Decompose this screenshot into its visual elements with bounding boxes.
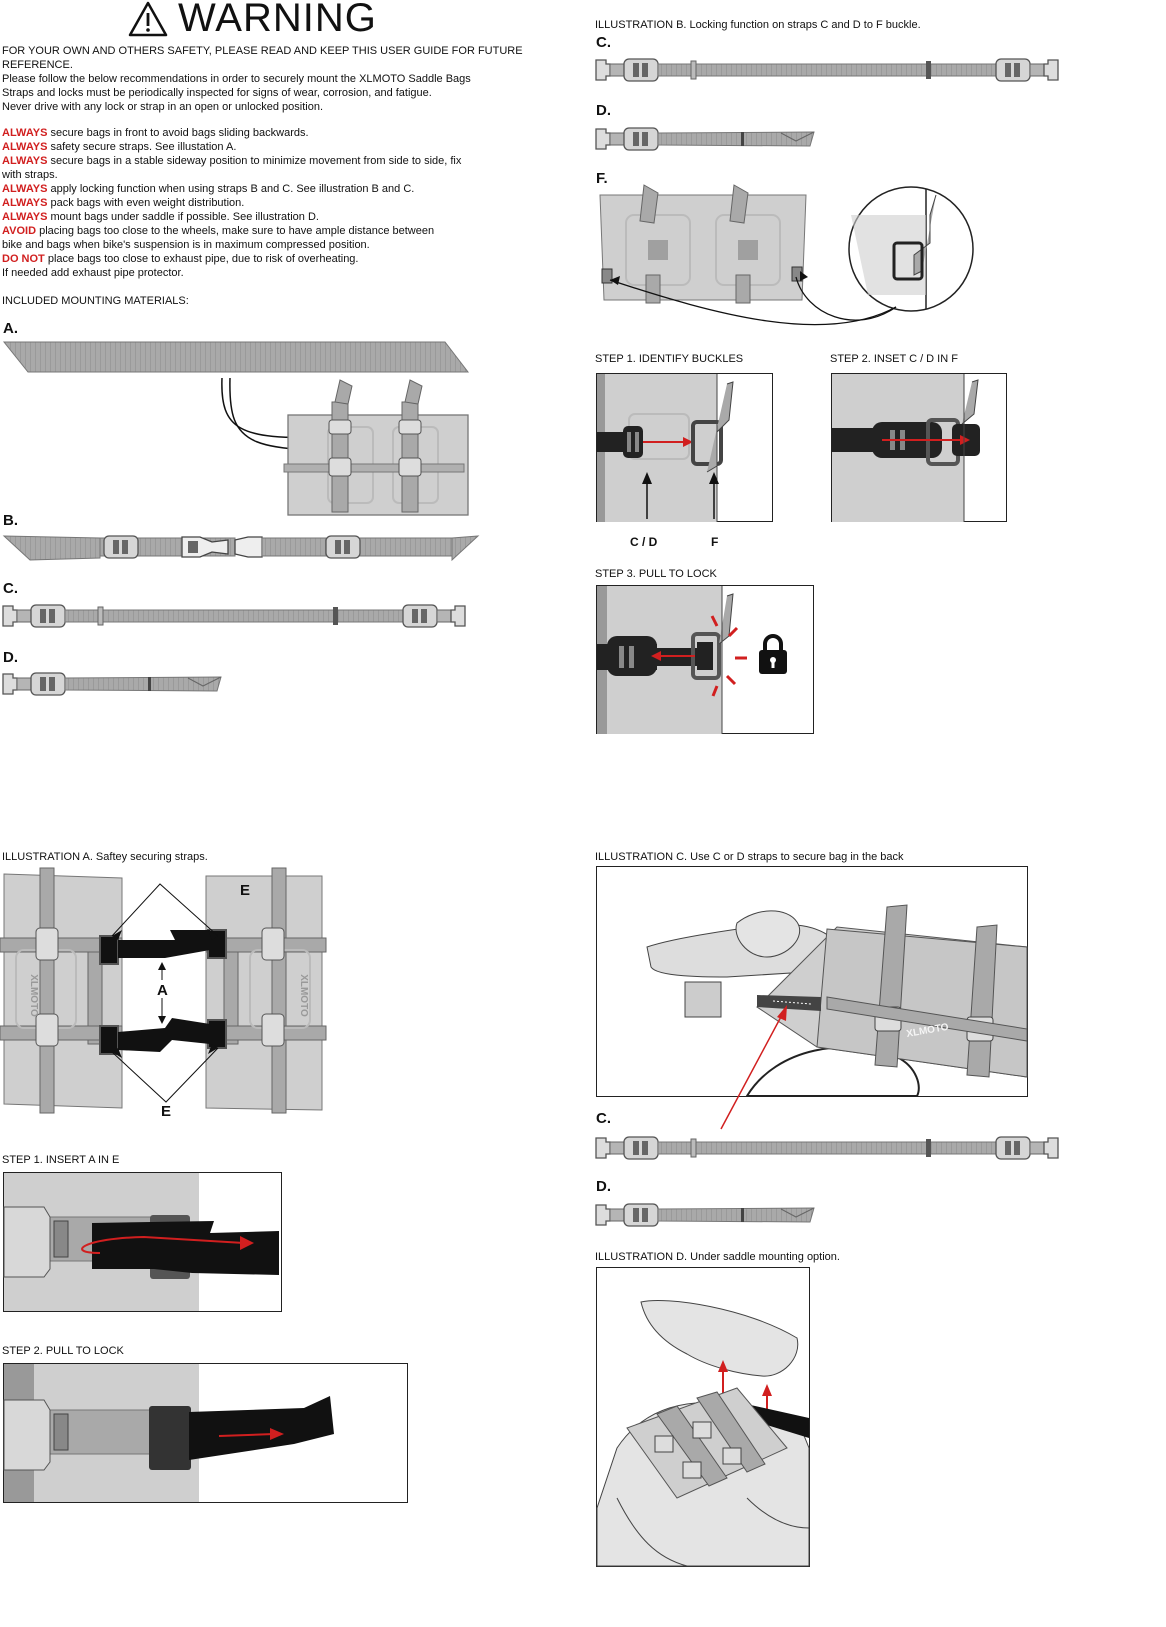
illus-a-step2-drawing xyxy=(3,1364,334,1502)
rule-keyword: ALWAYS xyxy=(2,141,48,153)
illus-a-step1-title: STEP 1. INSERT A IN E xyxy=(2,1154,120,1166)
illus-b-strap-c xyxy=(596,55,1066,85)
illus-b-c-label: C. xyxy=(596,34,611,51)
rule-keyword: AVOID xyxy=(2,225,37,237)
warning-rules: ALWAYS secure bags in front to avoid bag… xyxy=(2,126,562,280)
rule-keyword: ALWAYS xyxy=(2,197,48,209)
illus-a-step1-panel xyxy=(3,1172,282,1312)
illus-a-brand-left: XLMOTO xyxy=(27,974,39,1017)
rule-keyword: ALWAYS xyxy=(2,155,48,167)
illus-b-step2-title: STEP 2. INSET C / D IN F xyxy=(830,353,958,365)
illus-a-drawing xyxy=(0,867,327,1114)
illus-a-e-top: E xyxy=(240,882,251,899)
material-a-label: A. xyxy=(3,320,18,337)
lock-icon xyxy=(759,634,787,674)
illus-b-d-label: D. xyxy=(596,102,611,119)
rule-text: bike and bags when bike's suspension is … xyxy=(2,239,370,251)
warning-title: WARNING xyxy=(178,0,377,40)
rule-line: ALWAYS pack bags with even weight distri… xyxy=(2,196,562,210)
strap-d-illustration xyxy=(3,669,233,699)
illus-b-buckle-f xyxy=(599,184,974,326)
rule-line: If needed add exhaust pipe protector. xyxy=(2,266,562,280)
step1-buckle-drawing xyxy=(597,374,734,522)
rule-text: pack bags with even weight distribution. xyxy=(47,197,245,209)
illus-a-e-bottom: E xyxy=(161,1103,172,1120)
illus-a-step2-panel xyxy=(3,1363,408,1503)
rule-line: ALWAYS apply locking function when using… xyxy=(2,182,562,196)
rule-text: secure bags in front to avoid bags slidi… xyxy=(47,127,309,139)
rule-line: ALWAYS mount bags under saddle if possib… xyxy=(2,210,562,224)
illus-b-step2-panel xyxy=(831,373,1007,522)
illus-b-step1-title: STEP 1. IDENTIFY BUCKLES xyxy=(595,353,744,365)
illus-a-a-label: A xyxy=(157,982,168,999)
rule-keyword: ALWAYS xyxy=(2,183,48,195)
rule-keyword: ALWAYS xyxy=(2,127,48,139)
warning-triangle-icon xyxy=(128,1,168,37)
illus-c-strap-d xyxy=(596,1200,826,1230)
rule-keyword: ALWAYS xyxy=(2,211,48,223)
rule-line: bike and bags when bike's suspension is … xyxy=(2,238,562,252)
rule-text: apply locking function when using straps… xyxy=(47,183,415,195)
step2-buckle-drawing xyxy=(832,374,980,522)
illus-a-caption: ILLUSTRATION A. Saftey securing straps. xyxy=(2,851,208,863)
rule-line: DO NOT place bags too close to exhaust p… xyxy=(2,252,562,266)
illus-b-step3-title: STEP 3. PULL TO LOCK xyxy=(595,568,717,580)
rule-line: with straps. xyxy=(2,168,562,182)
strap-b-illustration xyxy=(2,535,480,562)
illus-d-caption: ILLUSTRATION D. Under saddle mounting op… xyxy=(595,1251,840,1263)
illus-c-drawing: XLMOTO xyxy=(646,904,1028,1130)
illus-b-step1-panel xyxy=(596,373,773,522)
illus-a-step1-drawing xyxy=(3,1173,279,1311)
illus-b-caption: ILLUSTRATION B. Locking function on stra… xyxy=(595,19,921,31)
step3-buckle-drawing xyxy=(597,586,787,734)
warning-header: WARNING xyxy=(128,0,398,40)
label-cd: C / D xyxy=(630,535,658,549)
illus-c-d-label: D. xyxy=(596,1178,611,1195)
rule-text: placing bags too close to the wheels, ma… xyxy=(36,225,435,237)
illus-c-panel: XLMOTO xyxy=(596,866,1028,1130)
materials-heading: INCLUDED MOUNTING MATERIALS: xyxy=(2,295,189,307)
illus-b-f-label: F. xyxy=(596,170,608,187)
warning-intro: Please follow the below recommendations … xyxy=(2,72,562,114)
material-d-label: D. xyxy=(3,649,18,666)
strap-a-illustration xyxy=(2,341,470,516)
intro-line: Never drive with any lock or strap in an… xyxy=(2,101,324,113)
label-f: F xyxy=(711,535,719,549)
rule-text: mount bags under saddle if possible. See… xyxy=(47,211,319,223)
illus-a-brand-right: XLMOTO xyxy=(297,974,309,1017)
material-b-label: B. xyxy=(3,512,18,529)
rule-text: secure bags in a stable sideway position… xyxy=(47,155,462,167)
illus-c-strap-c xyxy=(596,1133,1066,1163)
material-c-label: C. xyxy=(3,580,18,597)
strap-c-illustration xyxy=(3,601,473,631)
illus-c-c-label: C. xyxy=(596,1110,611,1127)
rule-line: ALWAYS secure bags in front to avoid bag… xyxy=(2,126,562,140)
intro-line: Straps and locks must be periodically in… xyxy=(2,87,432,99)
intro-line: Please follow the below recommendations … xyxy=(2,73,471,85)
rule-text: safety secure straps. See illustation A. xyxy=(47,141,237,153)
illus-d-panel xyxy=(596,1267,810,1567)
rule-keyword: DO NOT xyxy=(2,253,45,265)
illus-d-drawing xyxy=(596,1300,810,1567)
illus-a-step2-title: STEP 2. PULL TO LOCK xyxy=(2,1345,124,1357)
rule-text: place bags too close to exhaust pipe, du… xyxy=(44,253,359,265)
rule-line: AVOID placing bags too close to the whee… xyxy=(2,224,562,238)
illus-c-caption: ILLUSTRATION C. Use C or D straps to sec… xyxy=(595,851,904,863)
rule-text: with straps. xyxy=(2,169,58,181)
warning-subtitle: FOR YOUR OWN AND OTHERS SAFETY, PLEASE R… xyxy=(2,45,523,71)
rule-text: If needed add exhaust pipe protector. xyxy=(2,267,184,279)
illus-b-strap-d xyxy=(596,124,826,154)
rule-line: ALWAYS secure bags in a stable sideway p… xyxy=(2,154,562,168)
illus-b-step3-panel xyxy=(596,585,814,734)
rule-line: ALWAYS safety secure straps. See illusta… xyxy=(2,140,562,154)
